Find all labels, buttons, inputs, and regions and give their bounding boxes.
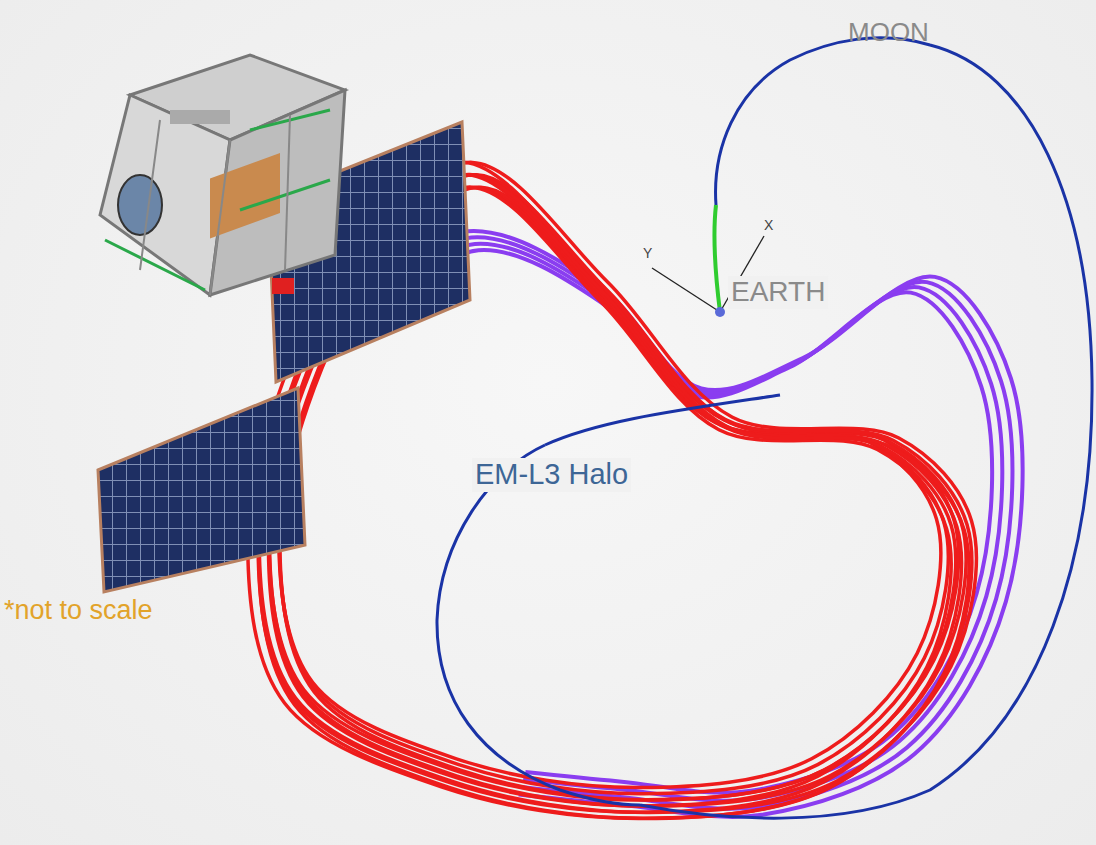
transfer-trajectory [346,231,1023,817]
earth-label: EARTH [728,276,828,309]
orbit-label: EM-L3 Halo [472,458,631,492]
moon-label: MOON [848,18,929,47]
spacecraft [98,55,470,592]
axis-label: Y [643,246,652,261]
transfer-arc [346,231,1023,817]
lunar-transfer-trajectory [437,38,1092,818]
earth-dot [715,307,725,317]
note: *not to scale [4,596,153,626]
launch-segment [714,205,720,312]
axis-label: X [764,218,773,233]
